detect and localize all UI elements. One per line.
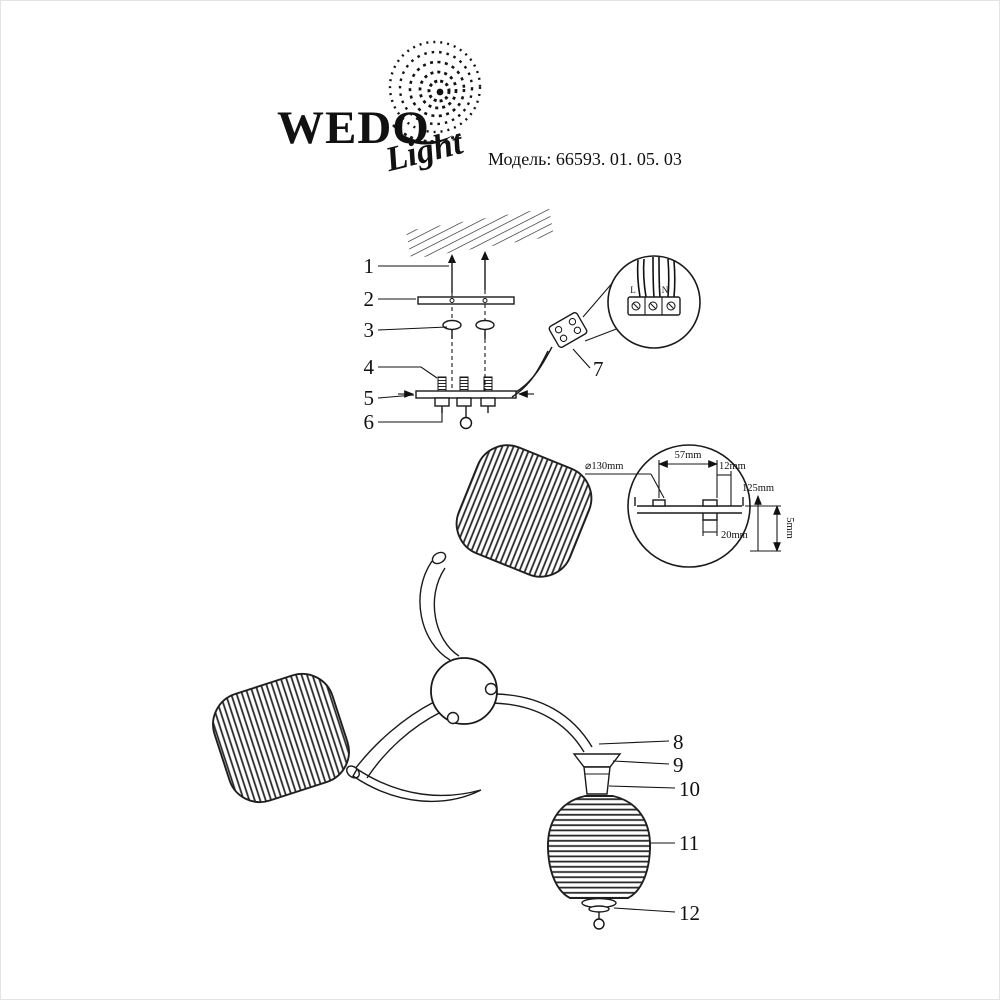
finial: [581, 897, 617, 930]
part-labels-left: 1 2 3 4 5 6: [364, 254, 449, 434]
shade-holder-upper: [431, 551, 447, 565]
hanging-hook: [459, 416, 473, 430]
part-label-11: 11: [679, 831, 699, 855]
arm-crescent: [352, 768, 482, 803]
logo-wedo-text: WEDO: [277, 102, 430, 154]
dimension-callout: 57mm 12mm 125mm 20mm 5mm ⌀130mm: [585, 444, 795, 568]
dim-5mm: 5mm: [784, 517, 795, 539]
dim-12mm: 12mm: [719, 461, 746, 472]
arm-right: [491, 693, 593, 753]
mounting-screws: [448, 251, 489, 391]
part-label-3: 3: [364, 318, 375, 342]
part-label-7-group: 7: [572, 348, 604, 381]
lamp-socket: [572, 753, 622, 795]
dim-diameter: ⌀130mm: [585, 461, 623, 472]
mounting-bar: [417, 296, 515, 305]
shade-holder-left: [346, 765, 360, 779]
terminal-l-label: L: [630, 285, 636, 295]
part-label-7: 7: [593, 357, 604, 381]
fixture: [212, 444, 651, 930]
logo: WEDO Light: [277, 40, 482, 179]
plate-cross-section: [634, 497, 744, 521]
terminal-callout: L N: [607, 255, 701, 349]
dim-125mm: 125mm: [742, 483, 774, 494]
terminal-n-label: N: [662, 285, 669, 295]
model-label: Модель: 66593. 01. 05. 03: [488, 149, 682, 169]
dim-20mm: 20mm: [721, 530, 748, 541]
shade-left: [212, 672, 350, 804]
part-label-1: 1: [364, 254, 375, 278]
part-label-5: 5: [364, 386, 375, 410]
part-label-9: 9: [673, 753, 684, 777]
arm-upper: [419, 551, 460, 661]
dim-57mm: 57mm: [675, 450, 702, 461]
part-label-2: 2: [364, 287, 375, 311]
terminal-wires: [636, 256, 676, 298]
part-label-4: 4: [364, 355, 375, 379]
terminal-block: [548, 312, 588, 348]
part-labels-right: 8 9 10 11 12: [598, 730, 700, 925]
logo-swoosh: [395, 131, 453, 145]
ceiling-hatch: [406, 208, 554, 259]
part-label-6: 6: [364, 410, 375, 434]
arm-left: [346, 701, 482, 803]
shade-bottom: [547, 795, 651, 899]
ceiling-hub: [430, 657, 498, 725]
mounting-assembly: [398, 251, 534, 430]
ceiling-plate: [398, 376, 534, 430]
part-label-12: 12: [679, 901, 700, 925]
wire-connector: [511, 280, 620, 398]
part-label-8: 8: [673, 730, 684, 754]
part-label-10: 10: [679, 777, 700, 801]
shade-upper: [455, 444, 593, 578]
logo-spiral-icon: [388, 40, 482, 145]
screw-collars: [442, 319, 495, 339]
